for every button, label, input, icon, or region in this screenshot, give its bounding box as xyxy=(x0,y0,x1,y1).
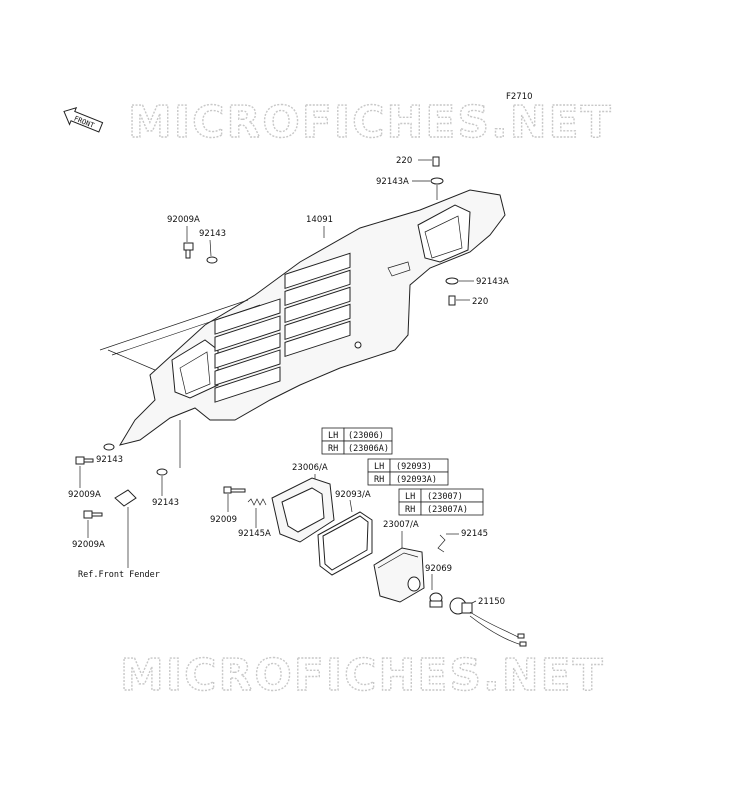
washer-92143A-top xyxy=(430,177,444,185)
watermark-bottom: MICROFICHES.NET xyxy=(120,650,605,701)
table-23007-lh-side: LH xyxy=(405,492,415,502)
figure-code: F2710 xyxy=(506,92,533,102)
table-23006: LH (23006) RH (23006A) xyxy=(321,427,393,455)
screw-220-bottom xyxy=(448,295,456,306)
bulb-92069 xyxy=(429,592,443,608)
screw-92009 xyxy=(223,486,246,494)
washer-92143-top xyxy=(206,256,218,264)
headlight-housing-14091 xyxy=(118,189,506,446)
label-92143-top: 92143 xyxy=(199,229,226,239)
table-92093-rh-part: (92093A) xyxy=(396,475,437,485)
headlight-unit-23007 xyxy=(373,547,425,603)
table-23006-lh-part: (23006) xyxy=(348,431,384,441)
bolt-92009A-mid xyxy=(75,456,94,465)
label-92143A-top: 92143A xyxy=(376,177,409,187)
label-92143-mid: 92143 xyxy=(96,455,123,465)
label-14091: 14091 xyxy=(306,215,333,225)
table-23006-lh-side: LH xyxy=(328,431,338,441)
washer-92143-mid xyxy=(103,443,115,451)
table-23007-rh-part: (23007A) xyxy=(427,505,468,515)
label-92093: 92093/A xyxy=(335,490,371,500)
label-220-bottom: 220 xyxy=(472,297,488,307)
gasket-92093 xyxy=(317,511,373,576)
screw-220-top xyxy=(432,156,440,167)
label-92143-low: 92143 xyxy=(152,498,179,508)
label-92009A-mid: 92009A xyxy=(68,490,101,500)
front-arrow-icon: FRONT xyxy=(63,106,104,133)
table-92093: LH (92093) RH (92093A) xyxy=(367,458,449,486)
label-92145A: 92145A xyxy=(238,529,271,539)
label-92145: 92145 xyxy=(461,529,488,539)
washer-92143A-bottom xyxy=(445,277,459,285)
headlight-rim-23006 xyxy=(271,477,335,543)
ref-front-fender-note: Ref.Front Fender xyxy=(78,570,160,580)
label-23007: 23007/A xyxy=(383,520,419,530)
table-92093-lh-part: (92093) xyxy=(396,462,432,472)
spring-92145A xyxy=(247,498,267,506)
table-23007-lh-part: (23007) xyxy=(427,492,463,502)
label-23006: 23006/A xyxy=(292,463,328,473)
label-92009A-top: 92009A xyxy=(167,215,200,225)
socket-harness-21150 xyxy=(449,597,527,647)
spring-clip-92145 xyxy=(437,534,446,553)
label-220-top: 220 xyxy=(396,156,412,166)
label-92009A-low: 92009A xyxy=(72,540,105,550)
table-92093-lh-side: LH xyxy=(374,462,384,472)
bolt-92009A-low xyxy=(83,510,103,519)
bolt-92009A-top xyxy=(183,242,194,259)
table-23006-rh-part: (23006A) xyxy=(348,444,389,454)
label-92009: 92009 xyxy=(210,515,237,525)
label-21150: 21150 xyxy=(478,597,505,607)
watermark-top: MICROFICHES.NET xyxy=(128,97,613,148)
table-23007-rh-side: RH xyxy=(405,505,415,515)
bracket-nut xyxy=(114,489,137,507)
table-23007: LH (23007) RH (23007A) xyxy=(398,488,484,516)
washer-92143-low xyxy=(156,468,168,476)
table-92093-rh-side: RH xyxy=(374,475,384,485)
table-23006-rh-side: RH xyxy=(328,444,338,454)
label-92069: 92069 xyxy=(425,564,452,574)
label-92143A-bottom: 92143A xyxy=(476,277,509,287)
